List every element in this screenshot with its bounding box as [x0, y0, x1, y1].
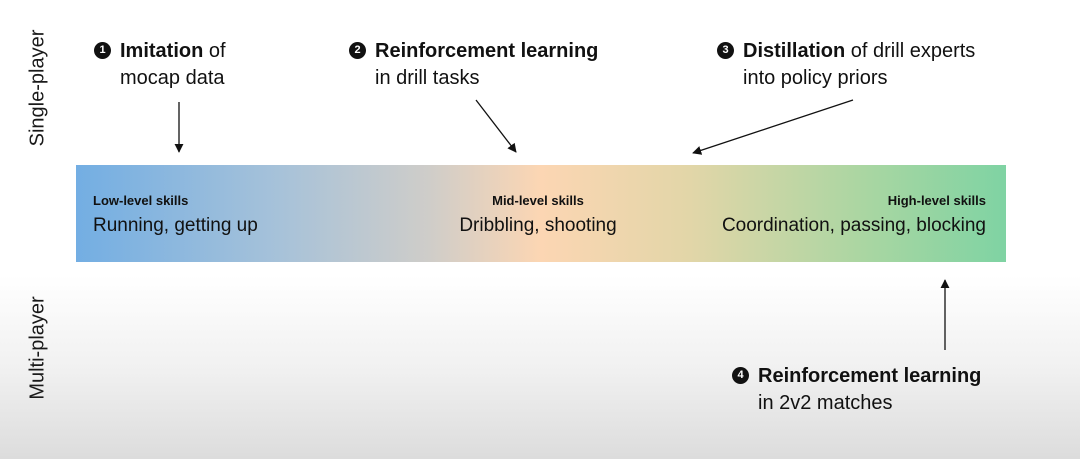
low-level-skills-examples: Running, getting up: [93, 215, 258, 236]
step-number-badge: 2: [349, 42, 366, 59]
step-imitation: 1 Imitation of mocap data: [94, 38, 226, 92]
arrow-distillation: [692, 99, 854, 155]
step-number-badge: 1: [94, 42, 111, 59]
multi-player-label: Multi-player: [26, 296, 49, 400]
step-subtitle: into policy priors: [743, 67, 888, 89]
mid-level-skills: Mid-level skills Dribbling, shooting: [459, 193, 616, 237]
step-title-rest: of: [203, 40, 226, 62]
high-level-skills-label: High-level skills: [887, 193, 986, 208]
step-title: Distillation: [743, 40, 846, 62]
step-number-badge: 3: [717, 42, 734, 59]
step-subtitle: mocap data: [120, 67, 225, 89]
step-reinforcement-drill: 2 Reinforcement learning in drill tasks: [349, 38, 598, 92]
step-reinforcement-matches: 4 Reinforcement learning in 2v2 matches: [732, 363, 981, 417]
single-player-label: Single-player: [26, 29, 49, 147]
skill-gradient-bar: Low-level skills Running, getting up Mid…: [76, 165, 1006, 262]
step-title-line: Reinforcement learning: [758, 363, 981, 390]
high-level-skills-examples: Coordination, passing, blocking: [721, 215, 986, 236]
low-level-skills-label: Low-level skills: [93, 193, 189, 208]
step-subtitle: in 2v2 matches: [758, 392, 893, 414]
arrow-reinforcement-drill: [475, 99, 517, 153]
mid-level-skills-examples: Dribbling, shooting: [459, 215, 617, 236]
step-title: Imitation: [120, 40, 204, 62]
step-number-badge: 4: [732, 367, 749, 384]
step-title-line: Distillation of drill experts: [743, 38, 975, 65]
high-level-skills: High-level skills Coordination, passing,…: [722, 193, 986, 237]
step-title-line: Imitation of: [120, 38, 226, 65]
step-title: Reinforcement learning: [375, 40, 599, 62]
step-subtitle: in drill tasks: [375, 67, 480, 89]
step-title: Reinforcement learning: [758, 365, 982, 387]
mid-level-skills-label: Mid-level skills: [492, 193, 584, 208]
step-title-line: Reinforcement learning: [375, 38, 598, 65]
step-title-rest: of drill experts: [845, 40, 976, 62]
low-level-skills: Low-level skills Running, getting up: [93, 193, 258, 237]
step-distillation: 3 Distillation of drill experts into pol…: [717, 38, 975, 92]
